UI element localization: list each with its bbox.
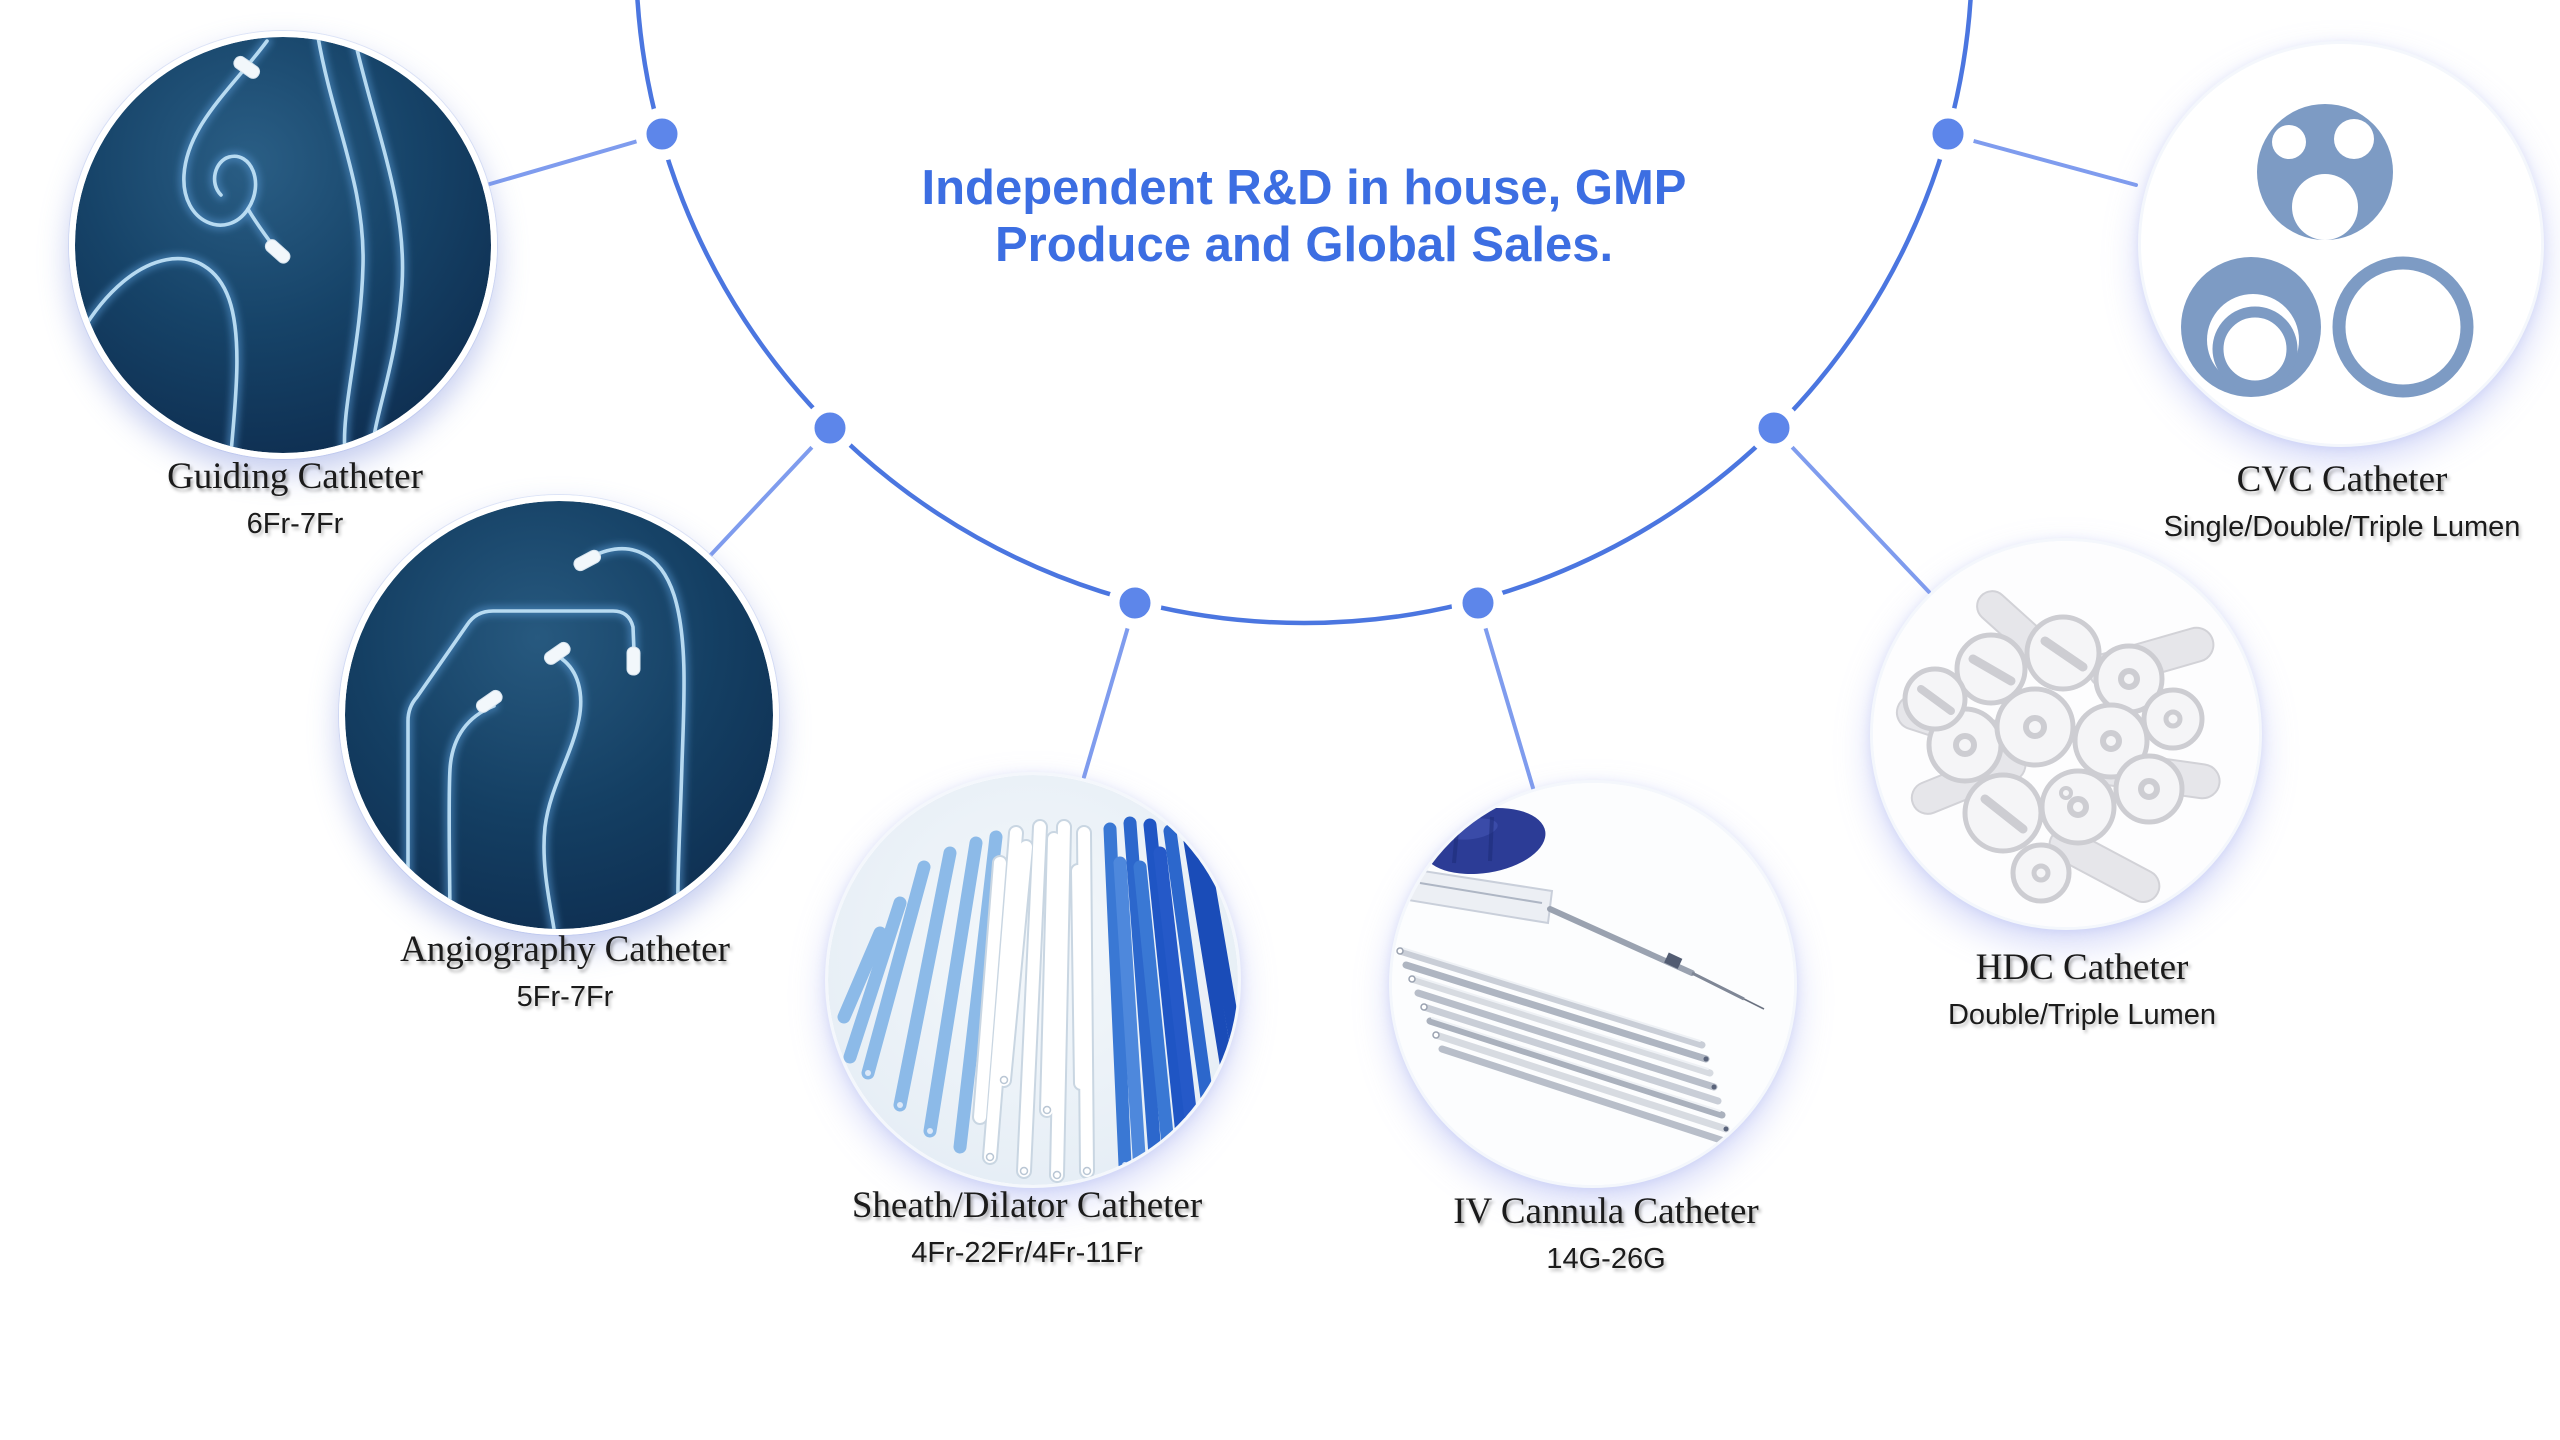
page-title: Independent R&D in house, GMP Produce an… (704, 160, 1904, 274)
hdc-catheter-art (1873, 541, 2259, 927)
orbit-arc-line (635, 0, 1973, 626)
node-dot (635, 107, 689, 161)
product-name: IV Cannula Catheter (1453, 1191, 1759, 1232)
hdc-catheter-photo[interactable] (1870, 538, 2262, 930)
product-spec: Double/Triple Lumen (1947, 999, 2217, 1031)
iv-cannula-catheter-art (1392, 783, 1794, 1185)
angiography-catheter-art (345, 501, 773, 929)
product-name: Guiding Catheter (167, 456, 423, 497)
iv-cannula-catheter-photo[interactable] (1389, 780, 1797, 1188)
product-spec: 5Fr-7Fr (516, 981, 614, 1013)
cvc-lumen-icon (2141, 44, 2541, 444)
product-spec: 6Fr-7Fr (246, 508, 344, 540)
node-dot (1451, 576, 1505, 630)
guiding-catheter-art (75, 37, 491, 453)
connector-line (704, 426, 832, 562)
angiography-catheter-photo[interactable] (339, 495, 779, 935)
node-dot (803, 401, 857, 455)
product-name: HDC Catheter (1975, 947, 2189, 988)
label-guiding-catheter: Guiding Catheter 6Fr-7Fr (35, 455, 555, 543)
label-cvc-catheter: CVC Catheter Single/Double/Triple Lumen (2082, 458, 2560, 546)
cvc-catheter-photo[interactable] (2138, 41, 2544, 447)
node-dot (1747, 401, 1801, 455)
product-name: CVC Catheter (2236, 459, 2448, 500)
label-sheath-dilator-catheter: Sheath/Dilator Catheter 4Fr-22Fr/4Fr-11F… (767, 1184, 1287, 1272)
product-spec: Single/Double/Triple Lumen (2163, 511, 2521, 543)
connector-line (481, 132, 664, 188)
node-dot (1108, 576, 1162, 630)
product-spec: 14G-26G (1546, 1243, 1666, 1275)
page-title-line2: Produce and Global Sales. (994, 218, 1614, 272)
connector-line (1082, 601, 1137, 779)
label-hdc-catheter: HDC Catheter Double/Triple Lumen (1822, 946, 2342, 1034)
connector-line (1476, 601, 1535, 790)
label-angiography-catheter: Angiography Catheter 5Fr-7Fr (305, 928, 825, 1016)
product-name: Angiography Catheter (400, 929, 730, 970)
sheath-dilator-catheter-art (828, 775, 1238, 1185)
sheath-dilator-catheter-photo[interactable] (825, 772, 1241, 1188)
label-iv-cannula-catheter: IV Cannula Catheter 14G-26G (1346, 1190, 1866, 1278)
connector-line (1946, 132, 2138, 187)
page-title-line1: Independent R&D in house, GMP (921, 161, 1687, 215)
guiding-catheter-photo[interactable] (69, 31, 497, 459)
node-dot (1921, 107, 1975, 161)
product-name: Sheath/Dilator Catheter (851, 1185, 1203, 1226)
connector-line (1772, 426, 1931, 594)
product-spec: 4Fr-22Fr/4Fr-11Fr (911, 1237, 1143, 1269)
